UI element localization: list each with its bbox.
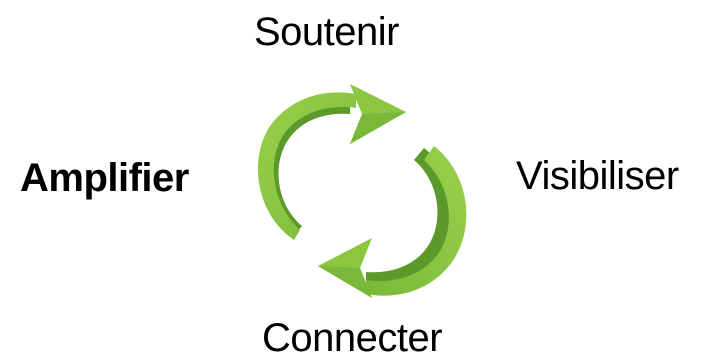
label-amplifier: Amplifier (20, 156, 189, 200)
label-connecter: Connecter (262, 316, 443, 360)
arrow-upper (257, 84, 406, 240)
arrow-lower (318, 146, 467, 298)
label-soutenir: Soutenir (254, 10, 399, 54)
label-visibiliser: Visibiliser (516, 154, 679, 198)
